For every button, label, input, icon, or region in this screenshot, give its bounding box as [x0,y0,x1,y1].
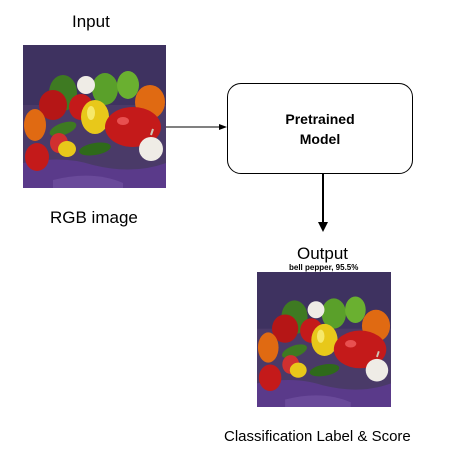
pretrained-model-box: Pretrained Model [227,83,413,174]
input-peppers-image [23,45,166,188]
arrow-down-icon [318,174,328,232]
input-caption: RGB image [50,208,138,227]
input-title: Input [72,12,110,31]
prediction-label: bell pepper, 95.5% [289,263,359,272]
arrow-right-icon [166,124,227,130]
model-label: Pretrained Model [285,110,355,147]
output-peppers-image [257,272,391,407]
output-caption: Classification Label & Score [224,428,411,445]
output-title: Output [297,244,349,263]
